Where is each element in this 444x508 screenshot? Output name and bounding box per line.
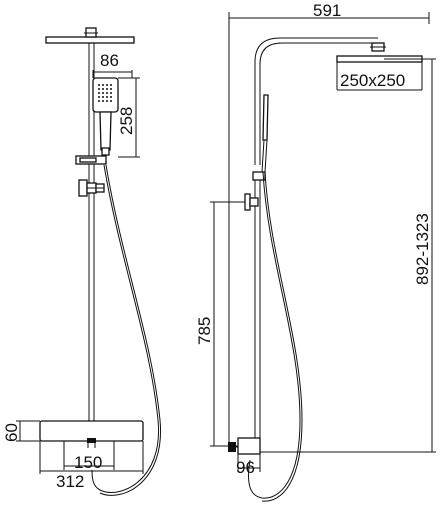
side-shower-arm bbox=[254, 37, 378, 165]
label-86: 86 bbox=[100, 51, 119, 70]
label-892-1323: 892-1323 bbox=[413, 213, 432, 285]
label-150: 150 bbox=[74, 453, 102, 472]
side-hose bbox=[248, 171, 301, 499]
dim-hand-shower-height: 258 bbox=[117, 77, 140, 158]
dim-hand-shower-width: 86 bbox=[92, 51, 133, 78]
dim-wall-offset: 96 bbox=[236, 454, 261, 477]
dim-arm-length: 591 bbox=[228, 1, 430, 24]
dim-mixer-height: 60 bbox=[2, 420, 40, 442]
side-mixer bbox=[228, 437, 261, 455]
label-312: 312 bbox=[56, 472, 84, 491]
front-shower-head bbox=[45, 27, 135, 44]
front-hand-shower bbox=[92, 77, 119, 156]
front-holder-bracket bbox=[75, 155, 107, 165]
front-mixer bbox=[39, 420, 144, 448]
side-view: 591 250x250 892-1323 bbox=[195, 1, 436, 502]
side-wall-clamp bbox=[244, 193, 259, 211]
side-shower-head: 250x250 bbox=[336, 42, 423, 91]
side-hand-shower bbox=[261, 94, 269, 173]
front-view: 86 258 bbox=[2, 27, 161, 496]
label-96: 96 bbox=[236, 458, 255, 477]
dim-total-height: 892-1323 bbox=[255, 58, 436, 453]
label-785: 785 bbox=[195, 317, 214, 345]
dim-outlet-height: 785 bbox=[195, 201, 245, 447]
side-column bbox=[254, 180, 261, 440]
dim-mixer-outer-width: 312 bbox=[39, 441, 144, 491]
label-258: 258 bbox=[117, 107, 136, 135]
label-250x250: 250x250 bbox=[340, 71, 405, 90]
label-60: 60 bbox=[2, 423, 21, 442]
label-591: 591 bbox=[313, 1, 341, 20]
front-hose bbox=[91, 164, 160, 493]
front-clamp bbox=[78, 179, 105, 197]
dim-mixer-inner-width: 150 bbox=[63, 441, 115, 472]
